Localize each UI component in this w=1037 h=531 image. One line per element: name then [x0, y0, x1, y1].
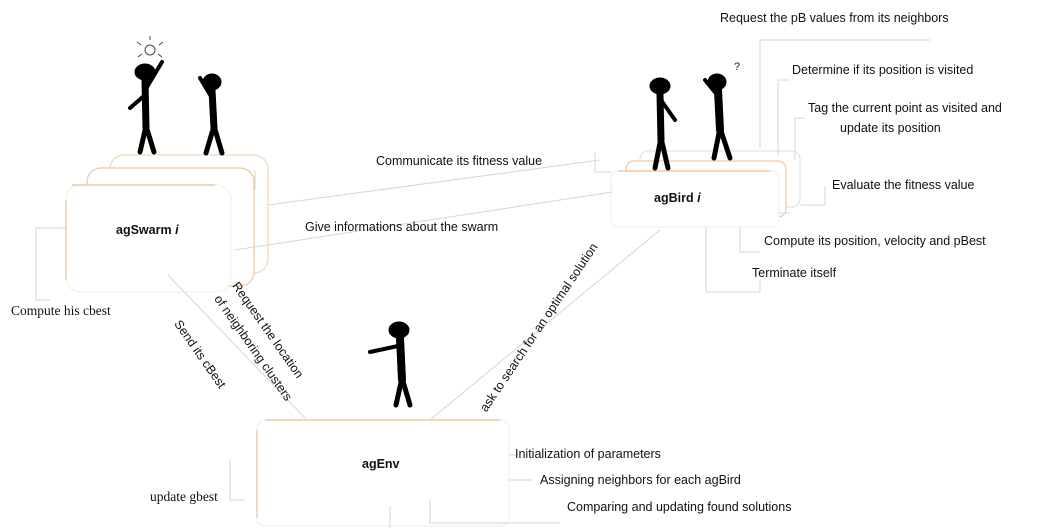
env-task-comparing-solutions: Comparing and updating found solutions	[567, 500, 792, 514]
agbird-title: agBird i	[654, 191, 701, 205]
agbird-box	[610, 150, 801, 228]
bird-task-request-pb: Request the pB values from its neighbors	[720, 11, 949, 25]
swarm-task-compute-cbest: Compute his cbest	[11, 303, 111, 318]
question-mark-icon: ?	[734, 61, 740, 73]
stick-figure-icon	[128, 60, 225, 156]
env-task-initialization: Initialization of parameters	[515, 447, 661, 461]
stick-figure-icon	[368, 321, 413, 408]
bird-task-terminate: Terminate itself	[752, 266, 837, 280]
agenv-title: agEnv	[362, 457, 400, 471]
bird-task-update-position: update its position	[840, 121, 941, 135]
agenv-box	[256, 419, 510, 527]
bird-task-compute-position: Compute its position, velocity and pBest	[764, 234, 986, 248]
agbird-task-lines	[35, 39, 930, 528]
agswarm-box	[65, 154, 269, 293]
bird-task-determine-visited: Determine if its position is visited	[792, 63, 974, 77]
bird-task-tag-visited: Tag the current point as visited and	[808, 101, 1002, 115]
message-give-info-swarm: Give informations about the swarm	[305, 220, 499, 234]
env-task-update-gbest: update gbest	[150, 489, 218, 504]
lightbulb-icon	[136, 36, 164, 58]
agswarm-title: agSwarm i	[116, 223, 179, 237]
stick-figure-icon	[649, 73, 733, 171]
env-task-assigning-neighbors: Assigning neighbors for each agBird	[540, 473, 741, 487]
message-communicate-fitness: Communicate its fitness value	[376, 154, 543, 168]
bird-task-evaluate-fitness: Evaluate the fitness value	[832, 178, 975, 192]
